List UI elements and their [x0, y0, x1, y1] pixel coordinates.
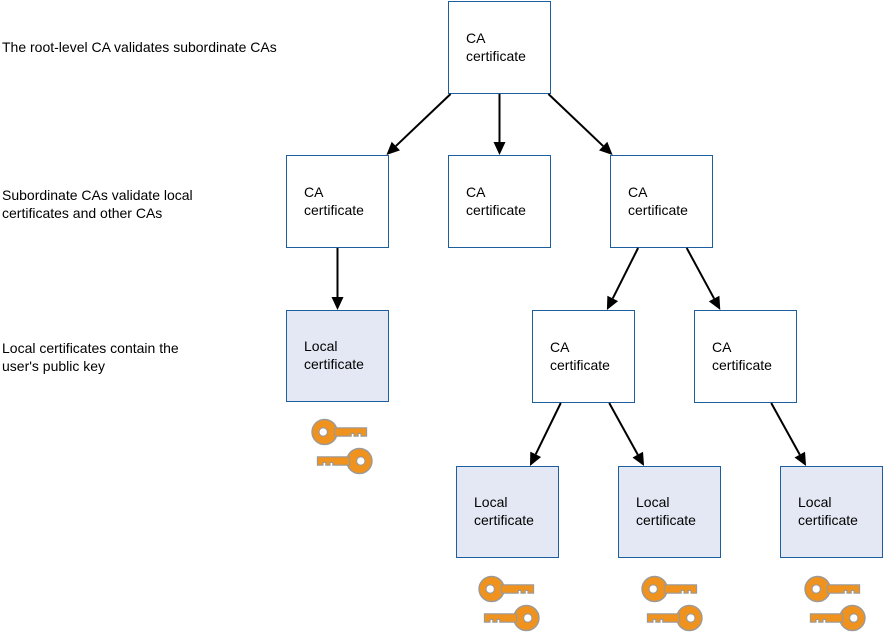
box-label: CA [712, 339, 732, 355]
edge-arrow [608, 402, 645, 466]
edge-arrow [547, 93, 613, 155]
box-label: CA [628, 184, 648, 200]
edge-line [770, 402, 801, 456]
box-label: certificate [628, 202, 688, 218]
ca-certificate-right: CA certificate [610, 155, 713, 248]
edge-line [534, 402, 562, 455]
annotation-line: Subordinate CAs validate local [2, 187, 193, 203]
box-label: CA [304, 184, 324, 200]
edge-arrow [493, 94, 506, 155]
annotation-root: The root-level CA validates subordinate … [2, 38, 277, 56]
box-label: Local [474, 494, 508, 510]
arrow-head [708, 295, 721, 310]
box-label: Local [798, 494, 832, 510]
box-label: certificate [636, 512, 696, 528]
edge-arrow [331, 248, 344, 310]
ca-certificate-middle: CA certificate [448, 155, 551, 248]
arrow-head [606, 295, 619, 310]
key-icon [478, 575, 540, 632]
arrow-head [794, 451, 807, 466]
box-label: certificate [304, 356, 364, 372]
arrow-head [599, 141, 613, 155]
box-label: CA [466, 30, 486, 46]
box-label: certificate [304, 202, 364, 218]
edge-arrow [606, 247, 639, 310]
annotation-line: certificates and other CAs [2, 205, 163, 221]
arrow-head [632, 451, 645, 466]
box-label: certificate [550, 357, 610, 373]
edge-arrow [529, 402, 562, 466]
annotation-line: The root-level CA validates subordinate … [2, 39, 277, 55]
arrow-head [529, 451, 542, 466]
box-label: Local [636, 494, 670, 510]
edge-line [611, 247, 639, 299]
box-label: certificate [466, 202, 526, 218]
edge-line [395, 93, 452, 147]
local-certificate-a2: Local certificate [618, 466, 721, 558]
annotation-line: user's public key [2, 358, 106, 374]
root-ca-certificate: CA certificate [448, 1, 551, 94]
arrow-head [493, 142, 506, 155]
edge-line [547, 93, 604, 147]
ca-certificate-right-a: CA certificate [532, 310, 635, 403]
box-label: certificate [466, 48, 526, 64]
ca-certificate-left: CA certificate [286, 155, 389, 248]
arrow-head [331, 297, 344, 310]
annotation-local: Local certificates contain the user's pu… [2, 339, 179, 375]
box-label: certificate [798, 512, 858, 528]
box-label: CA [466, 184, 486, 200]
edge-arrow [386, 93, 452, 155]
box-label: CA [550, 339, 570, 355]
local-certificate-b1: Local certificate [780, 466, 883, 558]
edge-arrow [770, 402, 807, 466]
edge-line [608, 402, 639, 456]
edge-line [685, 247, 715, 300]
local-certificate-left: Local certificate [286, 310, 389, 402]
local-certificate-a1: Local certificate [456, 466, 559, 558]
box-label: certificate [712, 357, 772, 373]
key-icon [804, 575, 866, 632]
ca-certificate-right-b: CA certificate [694, 310, 797, 403]
box-label: Local [304, 338, 338, 354]
box-label: certificate [474, 512, 534, 528]
annotation-subordinate: Subordinate CAs validate local certifica… [2, 186, 193, 222]
arrow-head [386, 141, 400, 155]
edge-arrow [685, 247, 721, 310]
annotation-line: Local certificates contain the [2, 340, 179, 356]
key-icon [311, 418, 373, 475]
key-icon [641, 575, 703, 632]
